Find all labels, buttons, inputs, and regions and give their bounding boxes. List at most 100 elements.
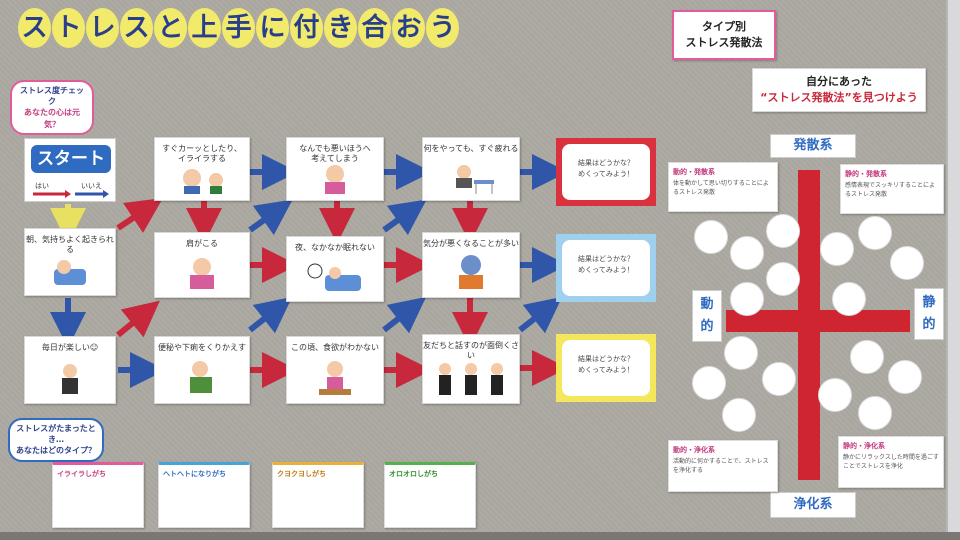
quadrant-note-tl: 動的・発散系 体を動かして思い切りすることによるストレス発散 <box>668 162 778 212</box>
note-text: 体を動かして思い切りすることによるストレス発散 <box>673 180 769 196</box>
card-label: この頃、食欲がわかない <box>291 343 379 352</box>
activity-icon <box>820 232 854 266</box>
card-label: 朝、気持ちよく起きられる <box>26 235 114 255</box>
type-note-irritated: イライラしがち <box>52 462 144 528</box>
card-fun: 毎日が楽しい☺ <box>24 336 116 404</box>
title-char: 合 <box>358 8 391 48</box>
card-friends: 友だちと話すのが面倒くさい <box>422 334 520 404</box>
result-line: 結果はどうかな？ <box>578 159 634 167</box>
note-title: ヘトヘトになりがち <box>163 470 226 478</box>
card-label: 夜、なかなか眠れない <box>295 243 375 252</box>
type-note-anxious: オロオロしがち <box>384 462 476 528</box>
note-title: クヨクヨしがち <box>277 470 326 478</box>
title-char: に <box>256 8 289 48</box>
label-line: “ストレス発散法”を見つけよう <box>760 91 918 104</box>
activity-icon <box>766 262 800 296</box>
sick-person-icon <box>459 255 483 289</box>
activity-icon <box>858 216 892 250</box>
activity-icon <box>858 396 892 430</box>
note-text: 感情表現でスッキリすることによるストレス発散 <box>845 182 936 198</box>
card-label: 毎日が楽しい☺ <box>41 343 99 352</box>
axis-label-right: 静 的 <box>914 288 944 340</box>
card-appetite: この頃、食欲がわかない <box>286 336 384 404</box>
note-title: イライラしがち <box>57 470 106 478</box>
card-label: 何をやっても、すぐ疲れる <box>423 144 519 153</box>
result-line: めくってみよう！ <box>578 366 634 375</box>
result-card-blue[interactable]: 結果はどうかな？ めくってみよう！ <box>556 234 656 302</box>
activity-icon <box>722 398 756 432</box>
note-text: 活動的に何かすることで、ストレスを浄化する <box>673 458 769 474</box>
angry-person-icon <box>183 169 223 194</box>
note-title: 動的・浄化系 <box>673 446 715 454</box>
start-card: スタート はい いいえ <box>24 138 116 202</box>
card-irritated: すぐカーッとしたり、 イライラする <box>154 137 250 201</box>
activity-icon <box>730 282 764 316</box>
cross-horizontal-bar <box>726 310 910 332</box>
result-line: めくってみよう！ <box>578 170 634 179</box>
card-stomach: 便秘や下痢をくりかえす <box>154 336 250 404</box>
title-char: 付 <box>290 8 323 48</box>
type-note-exhausted: ヘトヘトになりがち <box>158 462 250 528</box>
card-pessimistic: なんでも悪いほうへ 考えてしまう <box>286 137 384 201</box>
label-line: ストレス発散法 <box>685 36 763 49</box>
start-label: スタート <box>31 145 111 173</box>
board-frame-bottom <box>0 532 960 540</box>
card-label: すぐカーッとしたり、 イライラする <box>162 144 242 164</box>
activity-icon <box>762 362 796 396</box>
title-char: ス <box>18 8 51 48</box>
axis-label-bottom: 浄化系 <box>770 492 856 518</box>
label-line: 自分にあった <box>806 75 872 88</box>
result-line: 結果はどうかな？ <box>578 255 634 263</box>
card-label: 友だちと話すのが面倒くさい <box>423 341 519 361</box>
card-label: 気分が悪くなることが多い <box>423 239 519 248</box>
activity-icon <box>730 236 764 270</box>
note-title: 静的・浄化系 <box>843 442 885 450</box>
card-morning: 朝、気持ちよく起きられる <box>24 228 116 296</box>
title-char: レ <box>86 8 119 48</box>
toilet-person-icon <box>190 361 212 393</box>
title-char: ト <box>52 8 85 48</box>
sleepless-icon <box>307 263 361 291</box>
bubble-line: あなたの心は元気？ <box>24 108 80 129</box>
start-arrows <box>33 190 109 198</box>
type-note-brooding: クヨクヨしがち <box>272 462 364 528</box>
label-line: タイプ別 <box>702 20 746 33</box>
quadrant-note-tr: 静的・発散系 感情表現でスッキリすることによるストレス発散 <box>840 164 944 214</box>
activity-icon <box>724 336 758 370</box>
find-method-label: 自分にあった “ストレス発散法”を見つけよう <box>752 68 926 112</box>
activity-icon <box>692 366 726 400</box>
result-card-yellow[interactable]: 結果はどうかな？ めくってみよう！ <box>556 334 656 402</box>
tired-person-icon <box>456 165 494 194</box>
type-question-bubble: ストレスがたまったとき… あなたはどのタイプ？ <box>8 418 104 462</box>
result-flap: 結果はどうかな？ めくってみよう！ <box>562 144 650 200</box>
result-card-red[interactable]: 結果はどうかな？ めくってみよう！ <box>556 138 656 206</box>
quadrant-note-bl: 動的・浄化系 活動的に何かすることで、ストレスを浄化する <box>668 440 778 492</box>
activity-icon <box>818 378 852 412</box>
card-sleep: 夜、なかなか眠れない <box>286 236 384 302</box>
axis-label-top: 発散系 <box>770 134 856 158</box>
activity-icon <box>694 220 728 254</box>
bubble-line: ストレスがたまったとき… <box>16 424 96 445</box>
result-flap: 結果はどうかな？ めくってみよう！ <box>562 340 650 396</box>
axis-label-left: 動 的 <box>692 290 722 342</box>
result-flap: 結果はどうかな？ めくってみよう！ <box>562 240 650 296</box>
title-char: お <box>392 8 425 48</box>
title-char: き <box>324 8 357 48</box>
stiff-shoulder-icon <box>190 258 214 289</box>
activity-icon <box>832 282 866 316</box>
result-line: めくってみよう！ <box>578 266 634 275</box>
note-title: オロオロしがち <box>389 470 438 478</box>
title-char: う <box>426 8 459 48</box>
card-label: なんでも悪いほうへ 考えてしまう <box>299 144 371 164</box>
no-label: いいえ <box>81 182 102 190</box>
friends-icon <box>439 363 503 395</box>
board-frame-right <box>946 0 960 540</box>
activity-icon <box>766 214 800 248</box>
quadrant-note-br: 静的・浄化系 静かにリラックスした時間を過ごすことでストレスを浄化 <box>838 436 944 488</box>
yes-label: はい <box>35 182 49 190</box>
page-title: ス ト レ ス と 上 手 に 付 き 合 お う <box>18 8 460 52</box>
result-line: 結果はどうかな？ <box>578 355 634 363</box>
card-tired: 何をやっても、すぐ疲れる <box>422 137 520 201</box>
activity-icon <box>890 246 924 280</box>
